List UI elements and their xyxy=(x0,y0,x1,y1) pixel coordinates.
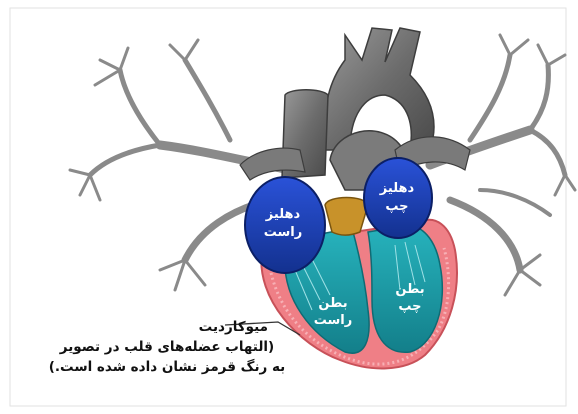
right-atrium-label-2: راست xyxy=(264,225,303,240)
right-ventricle-label-1: بطن xyxy=(318,296,347,311)
left-atrium-label-1: دهلیز xyxy=(379,181,415,196)
caption-line-1: (التهاب عضله‌های قلب در تصویر xyxy=(36,337,298,357)
aortic-valve xyxy=(325,198,368,236)
myocarditis-caption: میوکاردیت (التهاب عضله‌های قلب در تصویر … xyxy=(36,317,298,377)
left-atrium-label-2: چپ xyxy=(385,199,408,214)
caption-title: میوکاردیت xyxy=(36,317,298,337)
left-atrium xyxy=(364,158,432,238)
right-atrium-label-1: دهلیز xyxy=(265,207,301,222)
caption-line-2: به رنگ قرمز نشان داده شده است.) xyxy=(36,357,298,377)
right-ventricle-label-2: راست xyxy=(314,313,353,328)
left-ventricle-label-1: بطن xyxy=(395,282,424,297)
left-ventricle-label-2: چپ xyxy=(398,299,421,314)
